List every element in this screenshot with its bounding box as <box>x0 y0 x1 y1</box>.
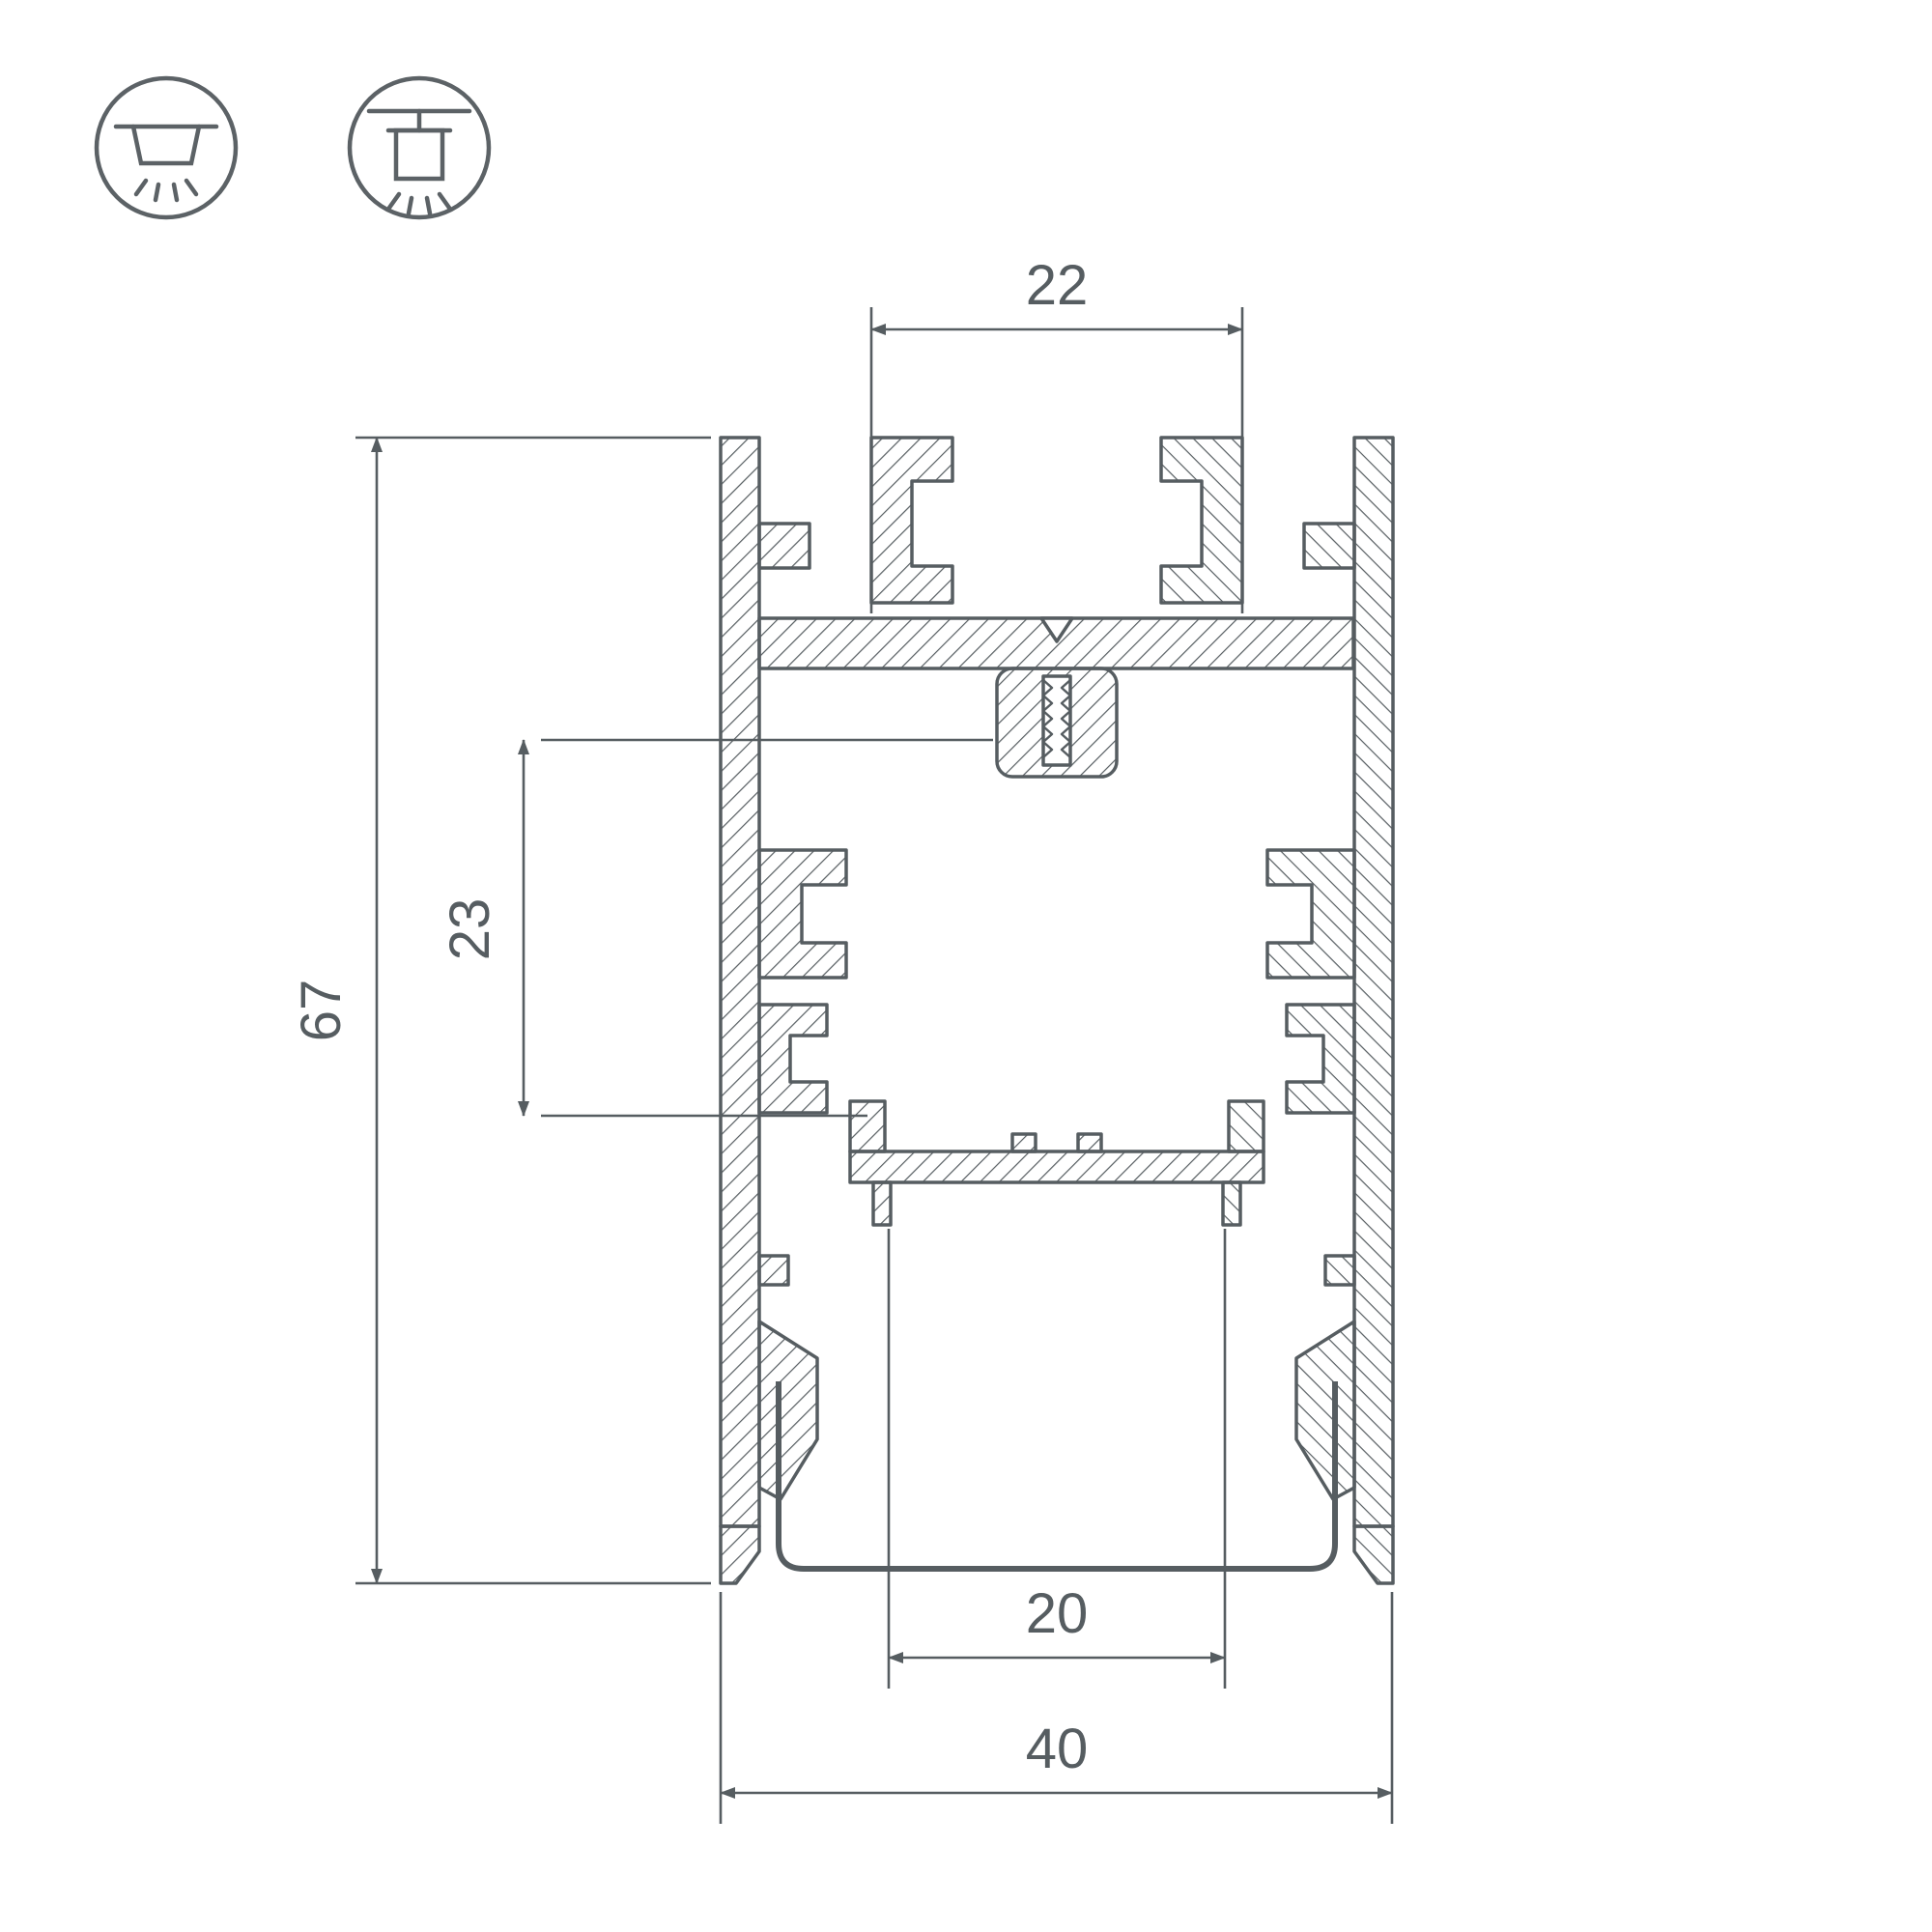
dimension-annotations: 22 67 23 20 40 <box>290 254 1394 1824</box>
dimension-bottom-opening: 20 <box>887 1229 1227 1689</box>
dimension-top-slot-width: 22 <box>869 254 1244 613</box>
shelf-rib-right <box>1076 1132 1103 1153</box>
light-rays <box>133 178 199 203</box>
screw-thread-right <box>1060 679 1072 758</box>
screw-channel <box>1041 674 1072 767</box>
outer-wall <box>719 436 761 1528</box>
icon-circle <box>347 75 492 220</box>
upper-wall-tab <box>757 522 811 570</box>
light-rays <box>386 191 452 216</box>
dimension-overall-height: 67 <box>290 436 711 1585</box>
mid-hook-lower <box>757 1003 829 1115</box>
bottom-diffuser-channel <box>776 1381 1338 1572</box>
top-web <box>757 616 1355 670</box>
recessed-mount-icon <box>94 75 239 220</box>
shelf-end-hook <box>848 1099 887 1153</box>
diffuser-spring-clip <box>757 1320 819 1501</box>
shelf-leg <box>871 1180 893 1227</box>
mid-hook-upper <box>757 848 848 980</box>
screw-thread-left <box>1041 679 1054 758</box>
dimension-label-23: 23 <box>439 898 501 961</box>
top-t-slot-piece <box>869 436 954 605</box>
dimension-label-20: 20 <box>1026 1582 1089 1645</box>
lower-wall-step <box>757 1254 790 1287</box>
led-shelf-plate <box>848 1150 1265 1184</box>
fixture-box <box>393 128 445 182</box>
dimension-label-40: 40 <box>1026 1718 1089 1780</box>
screw-entry-notch <box>1039 616 1074 643</box>
profile-left-half <box>719 436 954 1585</box>
dimension-label-67: 67 <box>290 980 353 1042</box>
profile-cross-section <box>719 436 1395 1585</box>
pendant-mount-icon <box>347 75 492 220</box>
icon-circle <box>94 75 239 220</box>
profile-right-half <box>1159 436 1395 1585</box>
shelf-rib-left <box>1010 1132 1037 1153</box>
wall-foot <box>719 1524 761 1585</box>
recessed-fixture-shape <box>130 124 202 166</box>
dimension-mid-height: 23 <box>439 738 993 1118</box>
dimension-overall-width: 40 <box>719 1592 1394 1824</box>
dimension-label-22: 22 <box>1026 254 1089 317</box>
